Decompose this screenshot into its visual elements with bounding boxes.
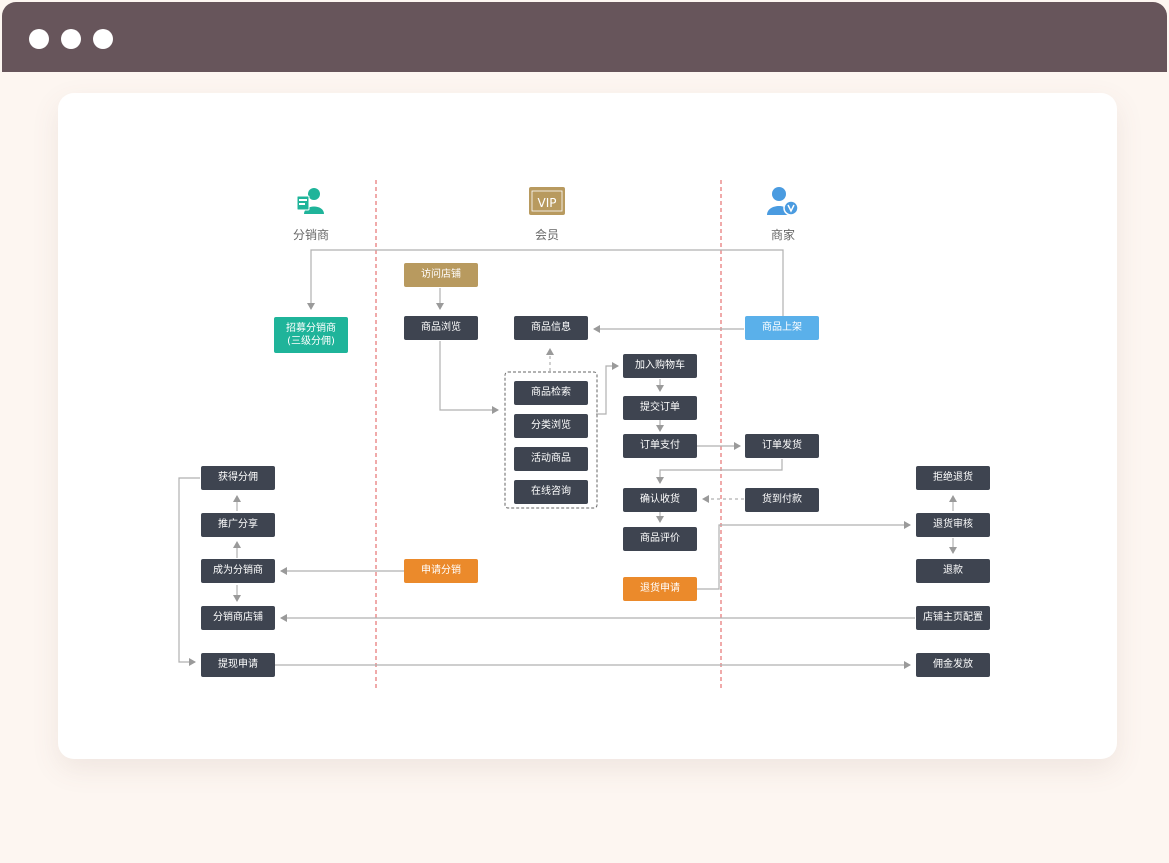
node-confirm-receipt[interactable]: 确认收货	[623, 488, 697, 512]
arrow-commission-to-withdraw	[178, 477, 200, 666]
vip-badge-text: VIP	[538, 196, 557, 210]
window-dot-close[interactable]	[29, 29, 49, 49]
node-add-to-cart[interactable]: 加入购物车	[623, 354, 697, 378]
window-dot-minimize[interactable]	[61, 29, 81, 49]
node-promo-goods[interactable]: 活动商品	[514, 447, 588, 471]
node-order-payment[interactable]: 订单支付	[623, 434, 697, 458]
lane-label-distributor: 分销商	[292, 228, 329, 242]
node-distributor-store[interactable]: 分销商店铺	[201, 606, 275, 630]
distributor-user-icon	[296, 186, 326, 220]
node-submit-order[interactable]: 提交订单	[623, 396, 697, 420]
node-visit-store[interactable]: 访问店铺	[404, 263, 478, 287]
recruit-line-2: (三级分佣)	[287, 336, 335, 347]
arrow-group-to-cart	[596, 362, 619, 415]
node-commission-payout[interactable]: 佣金发放	[916, 653, 990, 677]
node-apply-distribution[interactable]: 申请分销	[404, 559, 478, 583]
node-become-distributor[interactable]: 成为分销商	[201, 559, 275, 583]
node-get-commission[interactable]: 获得分佣	[201, 466, 275, 490]
node-online-consult[interactable]: 在线咨询	[514, 480, 588, 504]
node-store-homepage-config[interactable]: 店铺主页配置	[916, 606, 990, 630]
node-recruit-distributor[interactable]: 招募分销商 (三级分佣)	[274, 317, 348, 353]
node-withdraw-request[interactable]: 提现申请	[201, 653, 275, 677]
arrow-return-to-review	[697, 521, 911, 590]
merchant-user-icon	[766, 186, 800, 220]
node-goods-review[interactable]: 商品评价	[623, 527, 697, 551]
node-browse-goods[interactable]: 商品浏览	[404, 316, 478, 340]
lane-label-merchant: 商家	[770, 228, 795, 242]
node-goods-info[interactable]: 商品信息	[514, 316, 588, 340]
node-return-request[interactable]: 退货申请	[623, 577, 697, 601]
node-reject-return[interactable]: 拒绝退货	[916, 466, 990, 490]
node-cash-on-delivery[interactable]: 货到付款	[745, 488, 819, 512]
arrow-ship-to-confirm	[656, 459, 783, 484]
window-titlebar	[2, 2, 1167, 72]
arrow-listing-to-recruit	[307, 249, 784, 316]
node-category-browse[interactable]: 分类浏览	[514, 414, 588, 438]
recruit-line-1: 招募分销商	[286, 323, 336, 334]
window-dot-maximize[interactable]	[93, 29, 113, 49]
node-refund[interactable]: 退款	[916, 559, 990, 583]
node-goods-listing[interactable]: 商品上架	[745, 316, 819, 340]
vip-badge-icon: VIP	[529, 187, 565, 219]
node-return-review[interactable]: 退货审核	[916, 513, 990, 537]
lane-label-member: 会员	[534, 228, 559, 242]
arrow-browse-to-group	[439, 341, 499, 414]
browse-methods-group	[504, 371, 598, 509]
node-promote-share[interactable]: 推广分享	[201, 513, 275, 537]
node-goods-search[interactable]: 商品检索	[514, 381, 588, 405]
node-order-shipping[interactable]: 订单发货	[745, 434, 819, 458]
